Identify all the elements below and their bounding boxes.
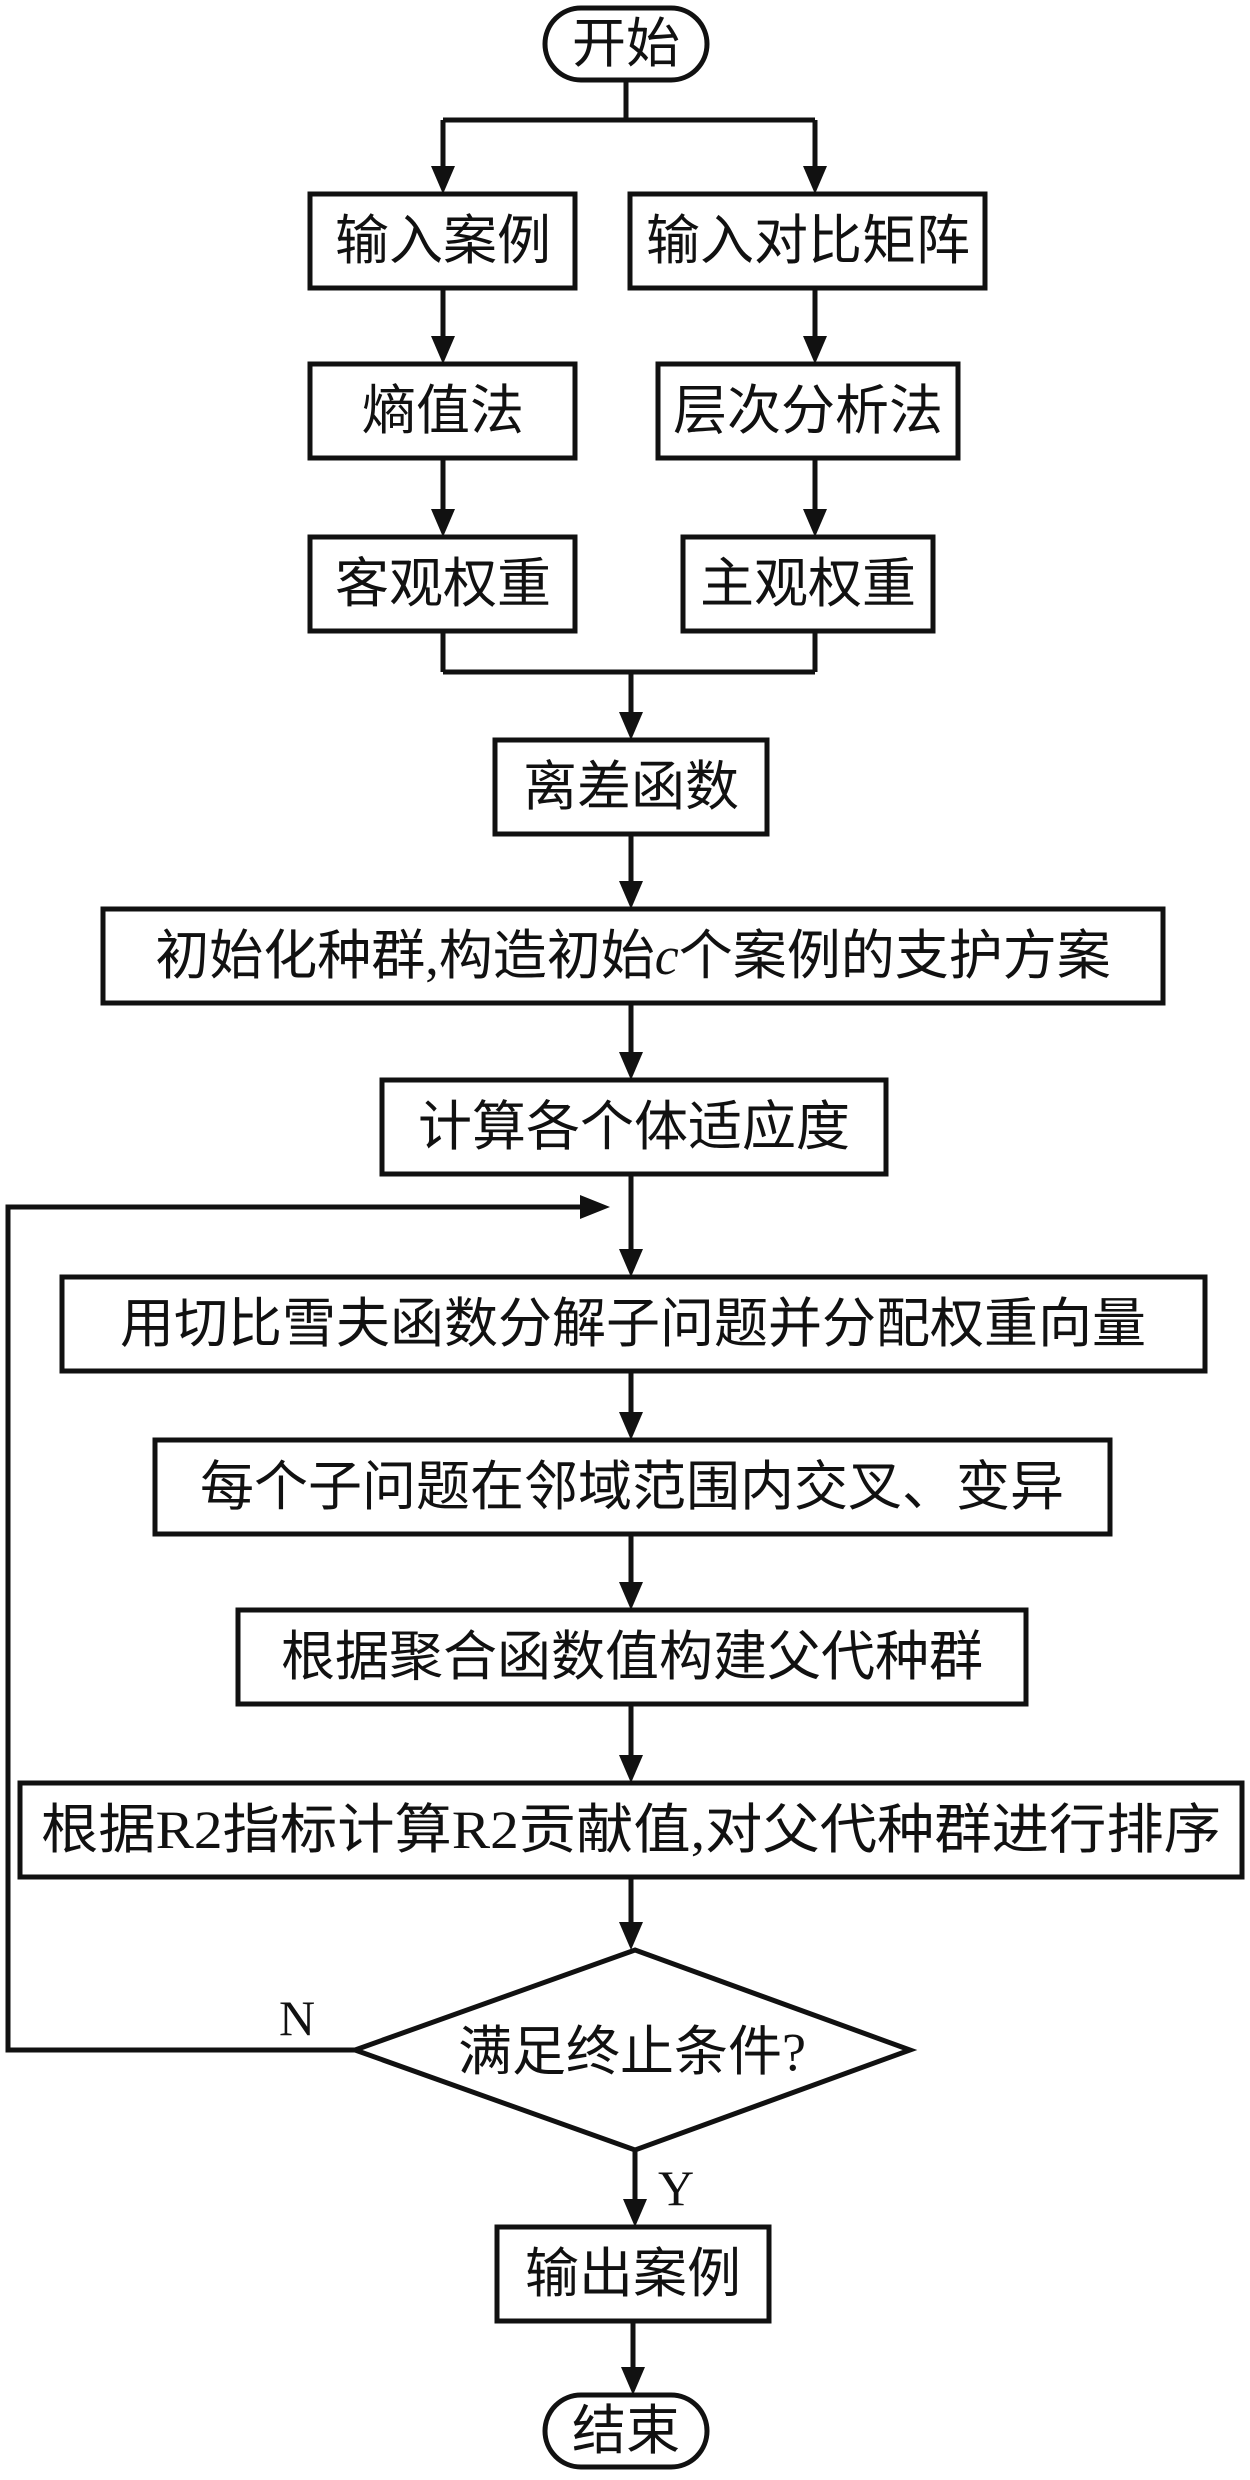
parents-label: 根据聚合函数值构建父代种群 — [281, 1627, 983, 1687]
start-label: 开始 — [572, 14, 680, 74]
arrowhead — [580, 1195, 610, 1219]
arrowhead — [619, 1755, 643, 1783]
init-population-box — [100, 906, 1166, 1006]
arrowhead — [623, 2199, 647, 2227]
arrowhead — [803, 336, 827, 364]
subjective-weight-label: 主观权重 — [700, 554, 916, 614]
output-label: 输出案例 — [525, 2244, 741, 2304]
deviation-label: 离差函数 — [523, 757, 739, 817]
r2-box — [17, 1780, 1245, 1880]
end-terminal — [542, 2392, 710, 2470]
yes-branch-label: Y — [658, 2160, 694, 2216]
ahp-label: 层次分析法 — [673, 381, 943, 441]
arrowhead — [619, 1412, 643, 1440]
fitness-box — [379, 1077, 889, 1177]
arrowhead — [431, 166, 455, 194]
init-variable: c — [655, 926, 679, 986]
init-prefix: 初始化种群,构造初始 — [155, 926, 655, 986]
subjective-weight-box — [680, 534, 936, 634]
edge-loop-back — [5, 1204, 580, 2053]
decompose-label: 用切比雪夫函数分解子问题并分配权重向量 — [120, 1294, 1146, 1354]
input-matrix-box — [627, 191, 988, 291]
no-branch-label: N — [279, 1990, 315, 2046]
parents-box — [235, 1607, 1029, 1707]
edge-weights-merge — [440, 631, 818, 714]
init-suffix: 个案例的支护方案 — [679, 926, 1111, 986]
arrowhead — [803, 166, 827, 194]
init-population-label: 初始化种群,构造初始c个案例的支护方案 — [155, 926, 1110, 986]
arrowhead — [619, 1922, 643, 1950]
r2-label: 根据R2指标计算R2贡献值,对父代种群进行排序 — [41, 1800, 1221, 1860]
arrowhead — [621, 2367, 645, 2395]
edge-start-split — [440, 80, 818, 168]
arrowhead — [803, 509, 827, 537]
arrowhead — [619, 1249, 643, 1277]
arrowhead — [431, 336, 455, 364]
objective-weight-label: 客观权重 — [335, 554, 551, 614]
output-box — [494, 2224, 772, 2324]
entropy-label: 熵值法 — [362, 381, 524, 441]
input-matrix-label: 输入对比矩阵 — [646, 211, 970, 271]
entropy-box — [307, 361, 578, 461]
arrowhead — [619, 1052, 643, 1080]
input-case-label: 输入案例 — [335, 211, 551, 271]
input-case-box — [307, 191, 578, 291]
arrowhead — [431, 509, 455, 537]
deviation-box — [492, 737, 770, 837]
crossover-label: 每个子问题在邻域范围内交叉、变异 — [200, 1457, 1064, 1517]
arrowhead — [619, 881, 643, 909]
arrowhead — [619, 712, 643, 740]
end-label: 结束 — [572, 2401, 680, 2461]
arrowhead — [619, 1582, 643, 1610]
fitness-label: 计算各个体适应度 — [418, 1097, 850, 1157]
decompose-box — [59, 1274, 1208, 1374]
decision-label: 满足终止条件? — [458, 2022, 806, 2082]
ahp-box — [655, 361, 961, 461]
